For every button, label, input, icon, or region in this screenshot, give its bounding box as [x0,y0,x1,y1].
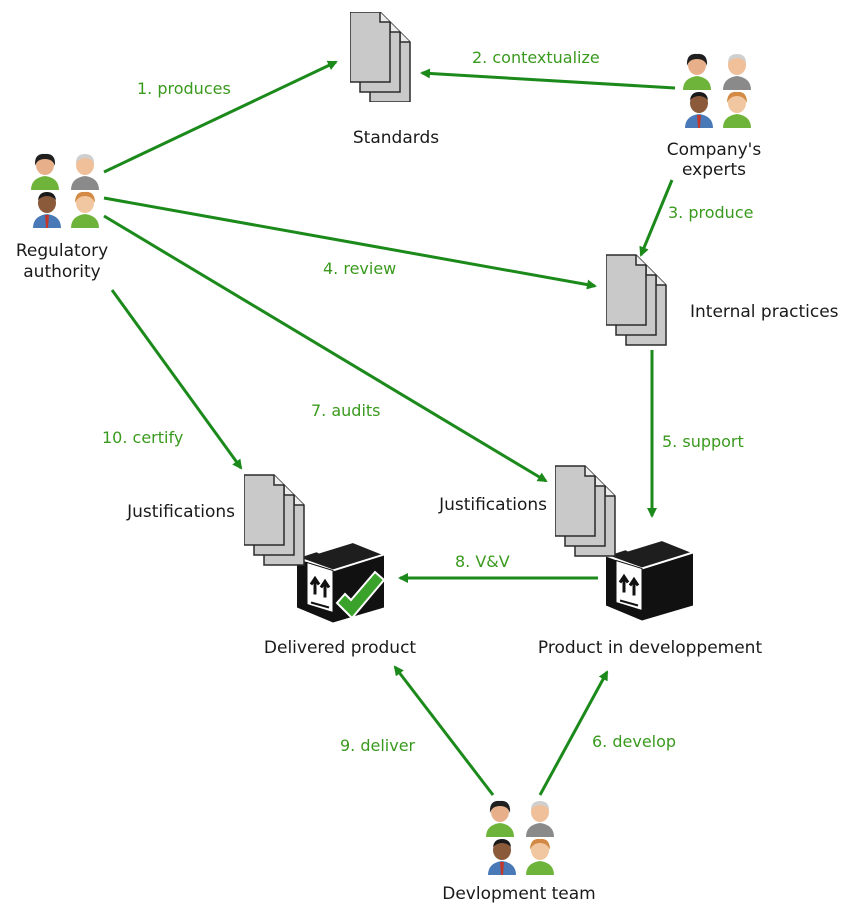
edge-label-review: 4. review [323,259,396,278]
document-stack-icon [244,474,305,566]
document-stack-icon [606,254,667,346]
edge-develop-line [538,670,609,796]
edge-label-contextualize: 2. contextualize [472,48,600,67]
edge-label-produces: 1. produces [137,79,231,98]
justifications-right-label: Justifications [438,495,547,515]
document-stack-icon [350,12,411,102]
people-group-icon [31,153,99,228]
internal-practices-label: Internal practices [690,302,839,322]
development-team-label: Devlopment team [442,884,596,903]
edge-produce-line [639,179,674,257]
edge-contextualize-line [420,68,676,90]
justifications-left-label: Justifications [126,502,235,522]
edge-label-deliver: 9. deliver [340,736,416,755]
package-icon [604,531,695,623]
regulatory-authority-label-line2: authority [23,262,100,282]
people-group-icon [683,53,751,128]
node-product-in-development: Justifications Product in developpement [438,465,763,658]
edge-label-vv: 8. V&V [455,552,510,571]
node-delivered-product: Justifications Delivered product [126,474,417,658]
node-standards: Standards [350,12,439,148]
node-company-experts: Company's experts [667,53,762,180]
edge-audits-line [103,214,548,483]
edge-label-produce: 3. produce [668,203,753,222]
node-internal-practices: Internal practices [606,254,839,346]
edge-label-develop: 6. develop [592,732,676,751]
edge-label-audits: 7. audits [311,401,381,420]
edge-labels: 1. produces 2. contextualize 3. produce … [102,48,753,755]
node-regulatory-authority: Regulatory authority [16,153,108,282]
delivered-product-label: Delivered product [264,638,417,658]
edge-review-line [103,196,597,290]
document-stack-icon [555,465,616,557]
company-experts-label-line1: Company's [667,140,762,160]
standards-label: Standards [353,128,439,148]
people-group-icon [486,800,554,875]
product-in-development-label: Product in developpement [538,638,763,658]
edge-certify-line [110,289,243,470]
company-experts-label-line2: experts [682,160,746,180]
edge-produces-line [103,60,338,174]
edge-label-certify: 10. certify [102,428,183,447]
edges [103,60,676,796]
checkmark-icon [335,570,386,620]
edge-deliver-line [393,665,495,796]
node-development-team: Devlopment team [442,800,596,903]
regulatory-authority-label-line1: Regulatory [16,241,108,261]
edge-label-support: 5. support [662,432,744,451]
